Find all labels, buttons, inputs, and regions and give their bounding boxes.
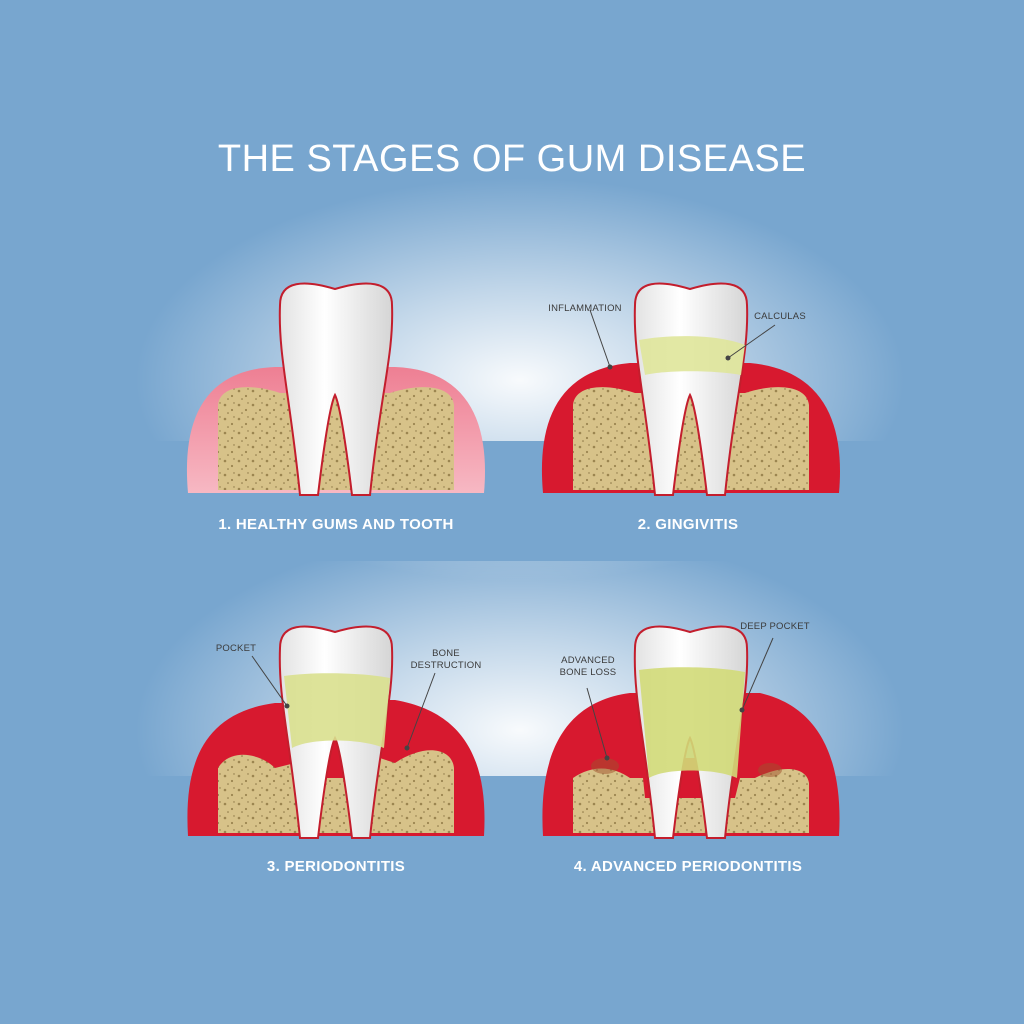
horizon-band-top [0, 441, 1024, 561]
calculas-label: CALCULAS [754, 311, 806, 322]
bone-destruction-pointer [406, 672, 436, 749]
stage-4-illustration [542, 625, 840, 839]
tooth [633, 282, 749, 496]
advanced-bone-loss-label: ADVANCED BONE LOSS [559, 655, 617, 678]
pocket-pointer [251, 655, 288, 707]
bone [573, 387, 809, 490]
bone-loss-spot [591, 758, 619, 774]
stage-1-illustration [186, 282, 485, 496]
calculas-pointer [727, 324, 776, 359]
horizon-band-bottom [0, 776, 1024, 1024]
plaque [639, 667, 745, 778]
tooth [278, 282, 394, 496]
plaque [284, 673, 390, 748]
bone [218, 387, 454, 490]
stage-4-caption: 4. ADVANCED PERIODONTITIS [573, 858, 803, 875]
stage-2-caption: 2. GINGIVITIS [637, 516, 739, 533]
bone-loss-spot-right [758, 763, 782, 777]
bone [573, 768, 809, 833]
inflammation-label: INFLAMMATION [548, 303, 622, 314]
bone-destruction-label: BONE DESTRUCTION [410, 648, 482, 671]
calculus [639, 336, 745, 375]
stage-3-illustration [187, 625, 485, 839]
inflammation-pointer [589, 309, 611, 368]
page-title: THE STAGES OF GUM DISEASE [217, 138, 807, 180]
stage-1-caption: 1. HEALTHY GUMS AND TOOTH [218, 516, 454, 533]
advanced-bone-loss-pointer [586, 687, 608, 759]
stage-2-illustration [541, 282, 840, 496]
bone [218, 750, 454, 833]
stage-3-caption: 3. PERIODONTITIS [266, 858, 406, 875]
deep-pocket-label: DEEP POCKET [740, 621, 810, 632]
pocket-label: POCKET [215, 643, 257, 654]
deep-pocket-pointer [741, 637, 774, 711]
